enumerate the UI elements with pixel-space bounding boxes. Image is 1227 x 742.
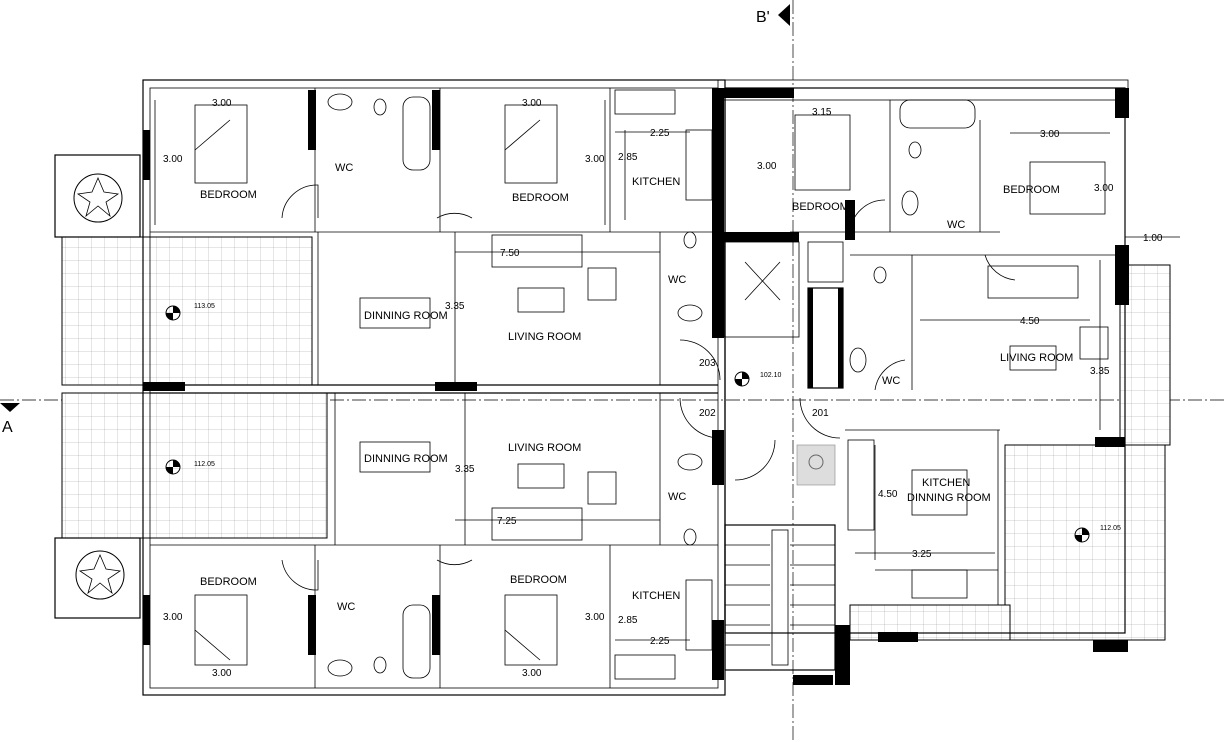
bath-fixtures — [327, 93, 976, 679]
balcony-bottom-left — [54, 537, 141, 619]
tree-icon — [75, 550, 125, 600]
elevation-marker — [165, 305, 181, 321]
dimension-label: 2.85 — [618, 615, 638, 626]
elevation-label: 112.05 — [1100, 525, 1121, 532]
dimension-label: 3.15 — [812, 107, 832, 118]
dimension-label: 3.00 — [212, 98, 232, 109]
balcony-top-left — [54, 154, 141, 238]
section-mark-top: B' — [756, 9, 770, 26]
dimension-label: 3.25 — [912, 549, 932, 560]
unit-number: 201 — [812, 408, 829, 419]
elevation-marker — [165, 459, 181, 475]
room-label-living-room: LIVING ROOM — [508, 331, 581, 343]
dimension-label: 3.35 — [445, 301, 465, 312]
dimension-label: 7.50 — [500, 248, 520, 259]
room-label-wc: WC — [335, 162, 353, 174]
room-label-kitchen-dinning: DINNING ROOM — [907, 492, 991, 504]
unit-number: 202 — [699, 408, 716, 419]
dimension-label: 3.00 — [1094, 183, 1114, 194]
room-label-bedroom: BEDROOM — [200, 576, 257, 588]
dimension-label: 3.00 — [757, 161, 777, 172]
room-label-kitchen-dinning: KITCHEN — [922, 477, 970, 489]
dimension-label: 3.00 — [522, 98, 542, 109]
room-label-bedroom: BEDROOM — [1003, 184, 1060, 196]
dimension-label: 3.00 — [585, 154, 605, 165]
tree-icon — [73, 173, 123, 223]
room-label-wc: WC — [947, 219, 965, 231]
section-arrow-top — [778, 4, 790, 26]
dimension-label: 3.00 — [212, 668, 232, 679]
kitchen-counters — [614, 89, 968, 680]
dimension-label: 4.50 — [878, 489, 898, 500]
room-label-bedroom: BEDROOM — [200, 189, 257, 201]
living-furniture — [359, 234, 1109, 541]
dimension-label: 4.50 — [1020, 316, 1040, 327]
accessibility-icon — [808, 454, 824, 470]
room-label-wc: WC — [668, 491, 686, 503]
room-label-living-room: LIVING ROOM — [1000, 352, 1073, 364]
elevation-marker — [1074, 527, 1090, 543]
room-label-bedroom: BEDROOM — [512, 192, 569, 204]
dimension-label: 2.85 — [618, 152, 638, 163]
room-label-dinning-room: DINNING ROOM — [364, 453, 448, 465]
dimension-label: 1.00 — [1143, 233, 1163, 244]
elevation-label: 112.05 — [194, 461, 215, 468]
dimension-label: 2.25 — [650, 128, 670, 139]
columns-left — [143, 90, 477, 655]
room-label-wc: WC — [668, 274, 686, 286]
dimension-label: 3.00 — [585, 612, 605, 623]
central-core — [712, 88, 844, 680]
terrace-bottom-strip — [849, 604, 1011, 641]
unit-number: 203 — [699, 358, 716, 369]
dimension-label: 3.35 — [1090, 366, 1110, 377]
room-label-living-room: LIVING ROOM — [508, 442, 581, 454]
elevation-label: 113.05 — [194, 303, 215, 310]
section-arrow-left — [0, 403, 20, 412]
room-label-bedroom: BEDROOM — [510, 574, 567, 586]
terrace-right — [1004, 444, 1166, 641]
room-label-wc: WC — [337, 601, 355, 613]
elevation-label: 102.10 — [760, 372, 782, 379]
beds — [194, 104, 1106, 666]
doors — [281, 184, 1016, 591]
dimension-label: 3.00 — [1040, 129, 1060, 140]
room-label-wc: WC — [882, 375, 900, 387]
elevation-marker — [734, 371, 750, 387]
room-label-dinning-room: DINNING ROOM — [364, 310, 448, 322]
terrace-upper-left — [61, 236, 313, 386]
dimension-label: 3.35 — [455, 464, 475, 475]
walls-right-block — [717, 79, 1129, 685]
dimension-lines — [154, 100, 1180, 641]
dimension-label: 2.25 — [650, 636, 670, 647]
terrace-lower-left — [61, 392, 328, 539]
dimension-label: 3.00 — [163, 612, 183, 623]
room-label-kitchen: KITCHEN — [632, 176, 680, 188]
dimension-label: 7.25 — [497, 516, 517, 527]
room-label-kitchen: KITCHEN — [632, 590, 680, 602]
dimension-label: 3.00 — [163, 154, 183, 165]
dimension-label: 3.00 — [522, 668, 542, 679]
section-mark-left: A — [2, 419, 13, 436]
terrace-right-strip — [1119, 264, 1171, 446]
room-label-bedroom: BEDROOM — [792, 201, 849, 213]
